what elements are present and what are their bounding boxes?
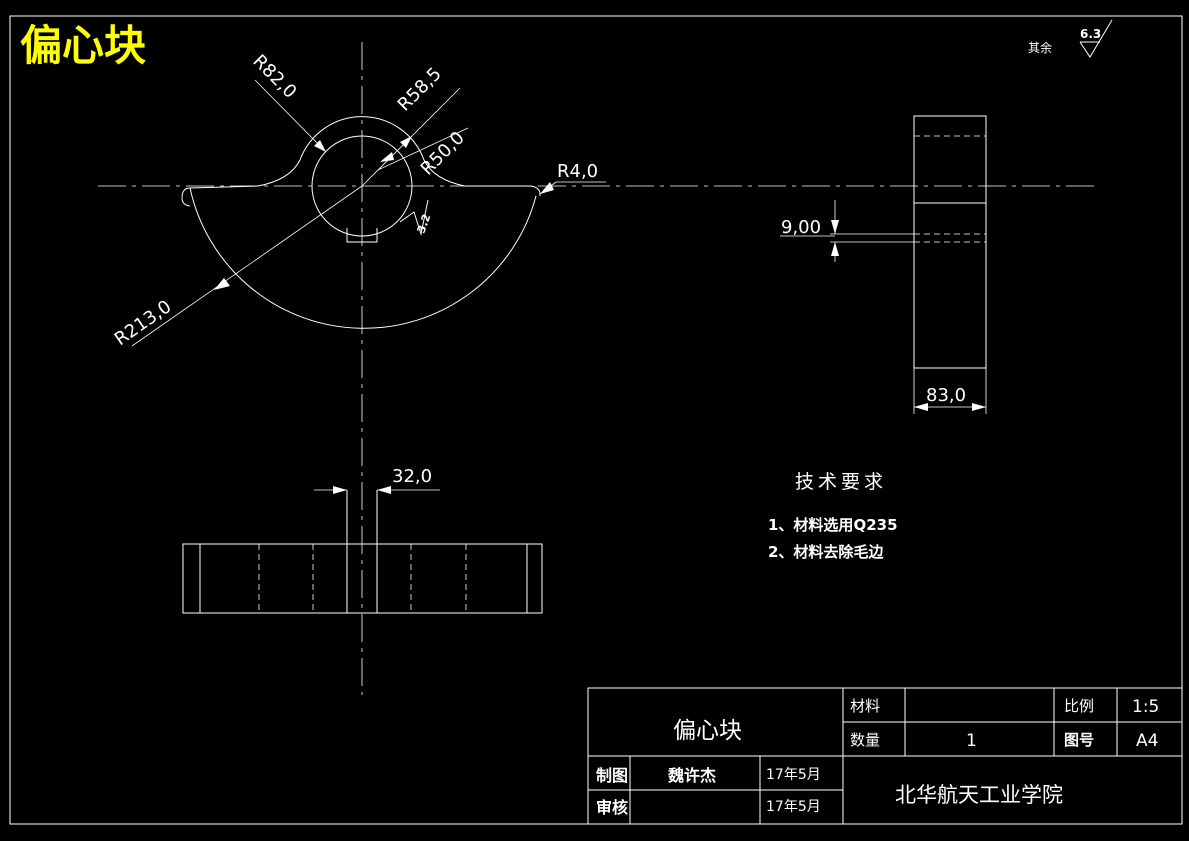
tb-checked-label: 审核 xyxy=(596,798,628,817)
dim-r82-leader xyxy=(254,79,327,153)
tb-drawn-label: 制图 xyxy=(596,766,628,785)
surface-finish-note: 其余 6.3 xyxy=(1028,19,1113,58)
tb-checked-date: 17年5月 xyxy=(766,799,821,815)
tb-school: 北华航天工业学院 xyxy=(895,783,1063,807)
dim-r50-text: R50,0 xyxy=(417,127,469,179)
keyway xyxy=(346,228,378,243)
outer-arc-r213 xyxy=(189,187,537,329)
tb-drawing-no-value: A4 xyxy=(1136,731,1158,751)
dim-r213-text: R213,0 xyxy=(111,296,176,350)
tb-part-name: 偏心块 xyxy=(673,718,742,744)
bore-circle xyxy=(311,135,413,237)
dim-r58-arrow xyxy=(400,136,412,148)
hub-arc-r82 xyxy=(257,116,466,187)
dim-r58-text: R58,5 xyxy=(394,63,446,115)
keyway-roughness-value: 3.2 xyxy=(415,212,434,235)
dim-83-arrow-left xyxy=(914,403,928,411)
top-view-body xyxy=(182,543,543,614)
tech-requirements: 技术要求 1、材料选用Q235 2、材料去除毛边 xyxy=(768,471,898,561)
dim-32-arrow-left xyxy=(333,486,347,494)
tech-requirement-2: 2、材料去除毛边 xyxy=(768,543,884,561)
title-block: 偏心块 材料 比例 1:5 数量 1 图号 A4 制图 魏许杰 17年5月 审核… xyxy=(587,687,1183,825)
dim-r50-leader xyxy=(377,127,469,171)
dim-r82-text: R82,0 xyxy=(248,51,300,103)
dim-83-text: 83,0 xyxy=(926,385,966,406)
tech-requirements-heading: 技术要求 xyxy=(795,471,887,493)
tb-drawing-no-label: 图号 xyxy=(1064,731,1094,749)
dim-r213-arrow xyxy=(214,278,230,290)
outer-right-corner-r4 xyxy=(527,185,541,197)
outer-left-corner xyxy=(181,187,191,207)
dim-32-text: 32,0 xyxy=(392,466,432,487)
tb-quantity-value: 1 xyxy=(966,731,977,751)
tech-requirement-1: 1、材料选用Q235 xyxy=(768,516,898,534)
tb-quantity-label: 数量 xyxy=(850,731,880,749)
dim-r50-arrow xyxy=(380,152,394,162)
dim-r4-text: R4,0 xyxy=(557,161,598,182)
outer-top-left xyxy=(189,185,259,189)
drawing-border xyxy=(9,15,1183,825)
tb-drawn-name: 魏许杰 xyxy=(667,766,716,785)
dim-32-arrow-right xyxy=(377,486,391,494)
dim-9-arrow-bot xyxy=(831,242,839,256)
roughness-symbol xyxy=(1079,19,1113,58)
side-view: 9,00 83,0 xyxy=(780,115,987,414)
dim-r4-arrow xyxy=(540,182,554,194)
drawing-title: 偏心块 xyxy=(20,21,146,70)
dim-83-arrow-right xyxy=(972,403,986,411)
dim-9-arrow-top xyxy=(831,220,839,234)
surface-finish-note-label: 其余 xyxy=(1028,40,1052,55)
roughness-value: 6.3 xyxy=(1080,27,1101,41)
dim-9-text: 9,00 xyxy=(781,217,821,238)
tb-drawn-date: 17年5月 xyxy=(766,767,821,783)
keyway-roughness-symbol xyxy=(399,199,429,236)
dim-r82-arrow xyxy=(314,140,326,152)
tb-material-label: 材料 xyxy=(850,697,880,715)
tb-scale-value: 1:5 xyxy=(1132,697,1159,717)
dim-r213-leader xyxy=(131,185,363,347)
top-view: 32,0 xyxy=(182,466,543,614)
tb-scale-label: 比例 xyxy=(1064,697,1094,715)
